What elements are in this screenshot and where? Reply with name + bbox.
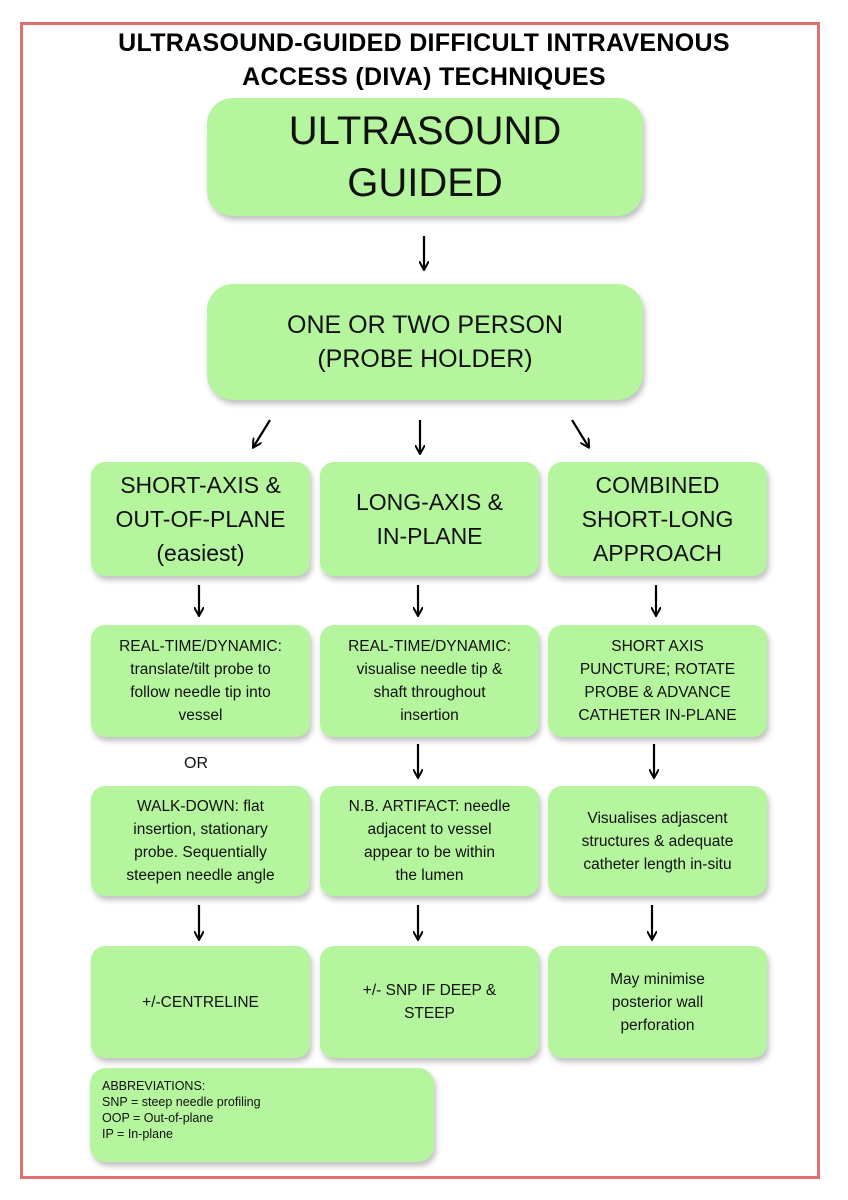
node-col2-snp: +/- SNP IF DEEP & STEEP <box>320 946 539 1058</box>
node-ultrasound-guided-label: ULTRASOUND GUIDED <box>288 109 562 205</box>
or-connector: OR <box>184 755 208 772</box>
page-title: ULTRASOUND-GUIDED DIFFICULT INTRAVENOUS … <box>30 26 818 94</box>
node-long-axis-ip-label: LONG-AXIS & IN-PLANE <box>356 489 503 549</box>
node-ultrasound-guided: ULTRASOUND GUIDED <box>207 98 643 216</box>
node-short-axis-oop-label: SHORT-AXIS & OUT-OF-PLANE (easiest) <box>115 472 286 566</box>
node-long-axis-ip: LONG-AXIS & IN-PLANE <box>320 462 539 576</box>
node-col1-centreline: +/-CENTRELINE <box>91 946 310 1058</box>
abbreviation-item: IP = In-plane <box>102 1127 174 1141</box>
page-title-text: ULTRASOUND-GUIDED DIFFICULT INTRAVENOUS … <box>118 29 730 91</box>
node-col3-visualises-label: Visualises adjascent structures & adequa… <box>581 809 734 873</box>
abbreviation-item: SNP = steep needle profiling <box>102 1095 261 1109</box>
node-col1-centreline-label: +/-CENTRELINE <box>142 993 259 1011</box>
node-combined-approach: COMBINED SHORT-LONG APPROACH <box>548 462 767 576</box>
node-col3-short-axis-puncture-label: SHORT AXIS PUNCTURE; ROTATE PROBE & ADVA… <box>578 638 737 724</box>
node-col2-artifact: N.B. ARTIFACT: needle adjacent to vessel… <box>320 786 539 896</box>
node-col2-realtime: REAL-TIME/DYNAMIC: visualise needle tip … <box>320 625 539 737</box>
node-col3-short-axis-puncture: SHORT AXIS PUNCTURE; ROTATE PROBE & ADVA… <box>548 625 767 737</box>
node-probe-holder: ONE OR TWO PERSON (PROBE HOLDER) <box>207 284 643 400</box>
node-col1-walk-down: WALK-DOWN: flat insertion, stationary pr… <box>91 786 310 896</box>
abbreviation-item: OOP = Out-of-plane <box>102 1111 214 1125</box>
node-col3-visualises: Visualises adjascent structures & adequa… <box>548 786 767 896</box>
node-col2-realtime-label: REAL-TIME/DYNAMIC: visualise needle tip … <box>348 638 511 724</box>
node-combined-approach-label: COMBINED SHORT-LONG APPROACH <box>581 472 734 566</box>
node-probe-holder-label: ONE OR TWO PERSON (PROBE HOLDER) <box>287 311 563 373</box>
node-col2-snp-label: +/- SNP IF DEEP & STEEP <box>362 982 497 1022</box>
abbreviations-box: ABBREVIATIONS: SNP = steep needle profil… <box>90 1068 434 1162</box>
node-col1-realtime-label: REAL-TIME/DYNAMIC: translate/tilt probe … <box>119 638 282 724</box>
node-col2-artifact-label: N.B. ARTIFACT: needle adjacent to vessel… <box>348 798 511 884</box>
arrow-down-right <box>571 419 588 446</box>
abbreviations-heading: ABBREVIATIONS: <box>102 1079 206 1093</box>
node-col1-realtime: REAL-TIME/DYNAMIC: translate/tilt probe … <box>91 625 310 737</box>
node-col3-posterior-wall-label: May minimise posterior wall perforation <box>610 970 705 1034</box>
node-short-axis-oop: SHORT-AXIS & OUT-OF-PLANE (easiest) <box>91 462 310 576</box>
arrow-down-left <box>254 419 271 446</box>
page-border <box>20 22 820 1179</box>
node-col3-posterior-wall: May minimise posterior wall perforation <box>548 946 767 1058</box>
node-col1-walk-down-label: WALK-DOWN: flat insertion, stationary pr… <box>126 798 275 884</box>
